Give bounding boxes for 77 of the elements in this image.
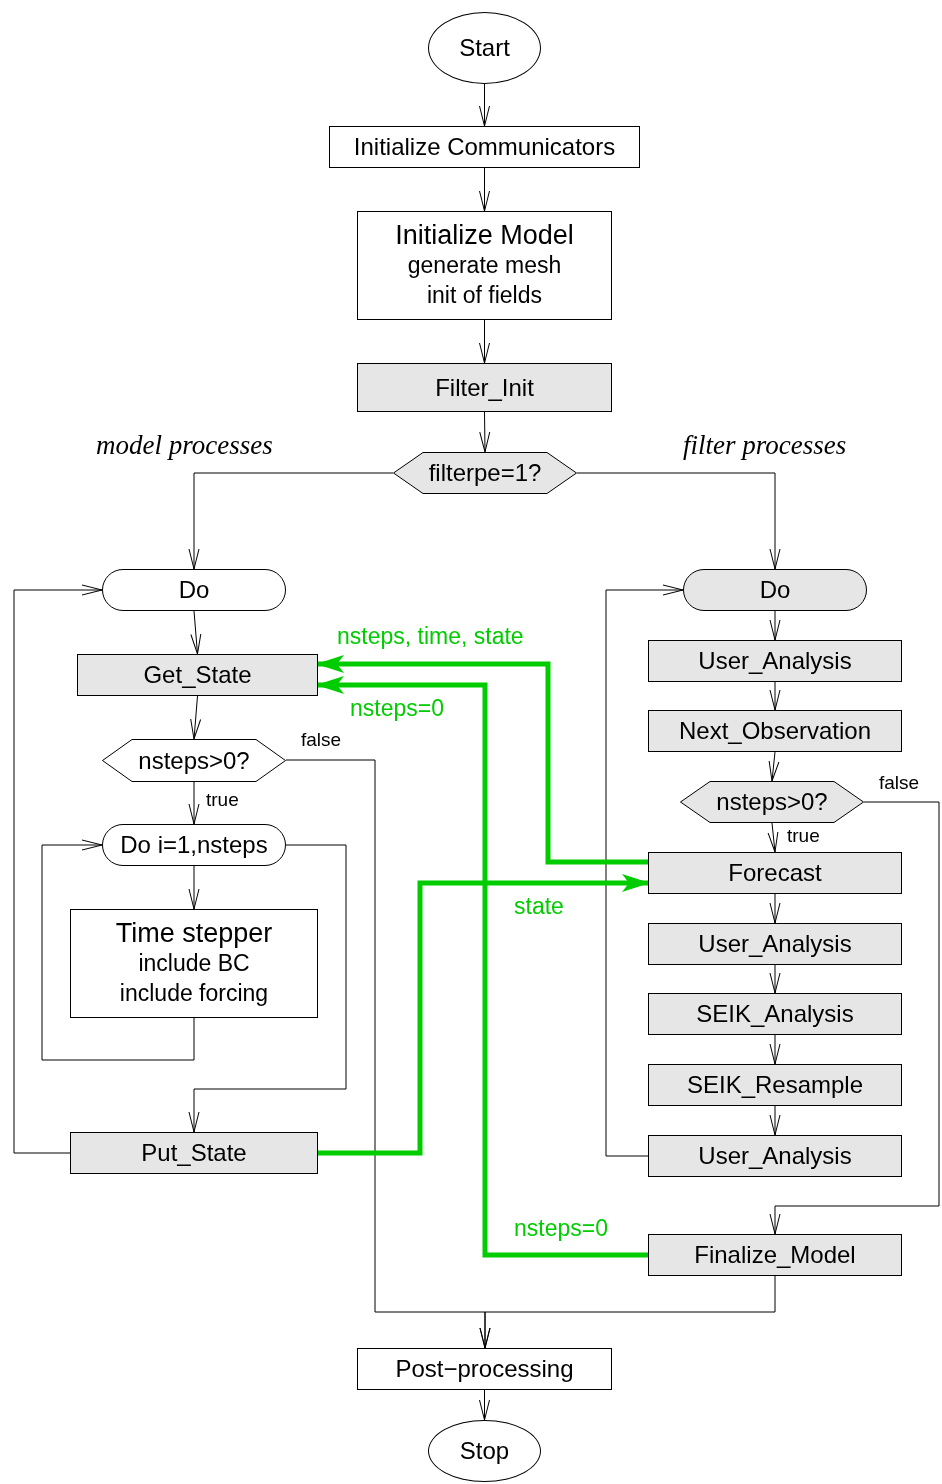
node-title: Next_Observation	[678, 717, 872, 745]
node-title: Stop	[459, 1437, 510, 1465]
data-flow-arrow	[316, 676, 648, 1258]
flow-arrow	[479, 167, 490, 212]
process-box	[648, 1234, 902, 1276]
data-flow-arrow	[316, 655, 648, 865]
flow-arrow	[479, 83, 490, 127]
process-box	[70, 1132, 318, 1174]
flow-arrow	[190, 610, 202, 655]
flow-arrow	[190, 695, 202, 740]
edge-label: nsteps, time, state	[336, 624, 525, 650]
process-box	[648, 640, 902, 682]
flow-arrow	[13, 584, 103, 1154]
node-title: User_Analysis	[698, 930, 852, 958]
flow-arrow	[479, 1275, 776, 1349]
flow-arrow	[767, 822, 779, 853]
loop-box	[102, 569, 286, 611]
process-box	[357, 1348, 612, 1390]
process-box	[357, 363, 612, 412]
flow-arrow	[479, 1389, 490, 1421]
group-heading: filter processes	[683, 430, 847, 461]
process-box	[70, 909, 318, 1018]
flow-arrow	[769, 681, 781, 711]
node-title: nsteps>0?	[138, 746, 250, 775]
flow-arrow	[769, 610, 781, 641]
process-box	[357, 211, 612, 320]
node-title: Forecast	[728, 859, 822, 887]
node-title: Get_State	[143, 661, 252, 689]
process-box	[648, 1064, 902, 1106]
flow-arrow	[768, 751, 780, 782]
flow-arrow	[188, 781, 200, 825]
loop-box	[683, 569, 867, 611]
process-box	[648, 852, 902, 894]
data-flow-arrow	[318, 874, 650, 1156]
node-title: nsteps>0?	[716, 788, 828, 816]
process-box	[329, 126, 640, 168]
node-title: User_Analysis	[698, 647, 852, 675]
flow-arrow	[769, 1105, 781, 1136]
node-text: generate mesh	[407, 251, 562, 281]
node-title: Post−processing	[395, 1355, 574, 1383]
node-title: Put_State	[141, 1139, 247, 1167]
process-box	[648, 1135, 902, 1177]
process-box	[77, 654, 318, 696]
flow-arrow	[188, 865, 200, 910]
node-title: Filter_Init	[435, 373, 534, 402]
flow-arrow	[188, 472, 394, 570]
node-title: Initialize Model	[395, 220, 574, 252]
flow-arrow	[605, 584, 684, 1157]
node-text: init of fields	[426, 281, 543, 310]
node-title: User_Analysis	[698, 1142, 852, 1170]
edge-label: nsteps=0	[513, 1216, 609, 1242]
node-title: Do	[759, 576, 791, 604]
node-text: include BC	[138, 949, 250, 979]
node-title: filterpe=1?	[428, 459, 542, 487]
node-title: Finalize_Model	[694, 1241, 856, 1269]
node-title: Initialize Communicators	[353, 133, 616, 161]
node-title: Start	[459, 34, 510, 62]
node-title: SEIK_Analysis	[696, 1000, 854, 1028]
node-text: include forcing	[119, 979, 269, 1008]
flow-arrow	[769, 801, 940, 1235]
flow-arrow	[41, 839, 195, 1061]
group-heading: model processes	[96, 430, 273, 461]
flow-arrow	[188, 844, 347, 1133]
flow-arrow	[769, 893, 781, 924]
process-box	[648, 993, 902, 1035]
process-box	[648, 710, 902, 752]
flow-arrow	[479, 411, 491, 453]
node-title: Time stepper	[115, 918, 273, 950]
process-box	[648, 923, 902, 965]
flow-arrow	[769, 964, 781, 994]
node-title: Do	[178, 576, 210, 604]
loop-box	[102, 824, 286, 866]
flow-arrow	[769, 1034, 781, 1065]
flow-arrow	[576, 472, 781, 570]
node-title: SEIK_Resample	[686, 1071, 864, 1099]
flow-arrow	[479, 319, 490, 364]
node-title: Do i=1,nsteps	[120, 831, 268, 859]
